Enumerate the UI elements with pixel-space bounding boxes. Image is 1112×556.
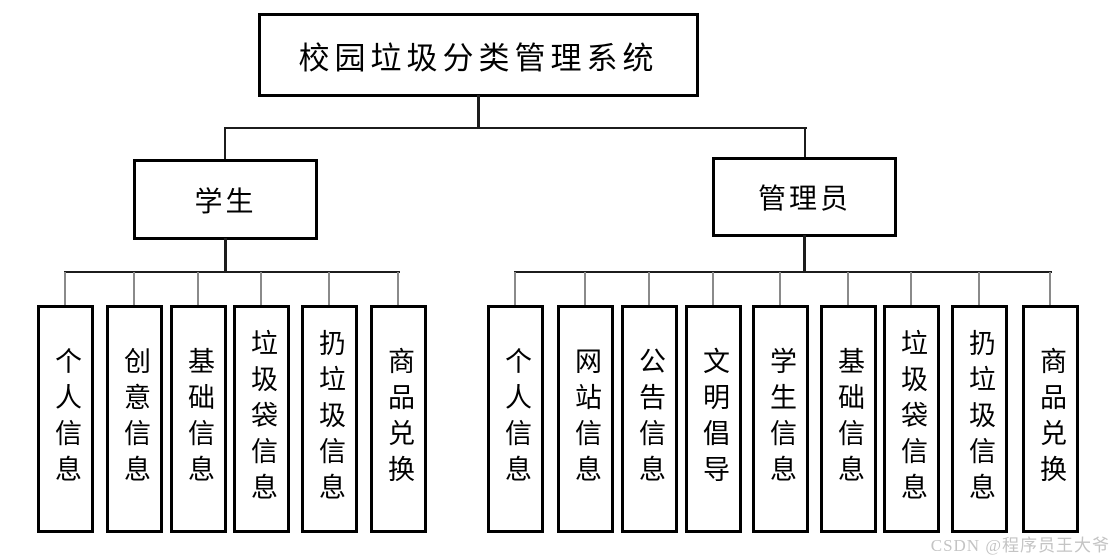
connector-stub-student-5 [328,272,330,306]
leaf-admin-garbage-bag-info: 垃圾袋信息 [883,305,940,533]
leaf-admin-throw-garbage-info: 扔垃圾信息 [951,305,1008,533]
leaf-label: 个人信息 [51,347,81,491]
leaf-label: 扔垃圾信息 [315,329,345,509]
node-system-root: 校园垃圾分类管理系统 [258,13,699,97]
leaf-admin-personal-info: 个人信息 [487,305,544,533]
leaf-label: 公告信息 [635,347,665,491]
connector-student-up [224,127,226,160]
leaf-student-garbage-bag-info: 垃圾袋信息 [233,305,290,533]
leaf-label: 文明倡导 [699,347,729,491]
connector-root-drop [477,95,480,129]
node-label: 学生 [194,186,257,218]
connector-admin-drop [803,235,806,273]
connector-stub-student-1 [64,272,66,306]
connector-admin-horizontal [514,271,1052,273]
leaf-label: 垃圾袋信息 [247,329,277,509]
node-label: 校园垃圾分类管理系统 [298,40,659,76]
leaf-label: 基础信息 [834,347,864,491]
leaf-admin-basic-info: 基础信息 [820,305,877,533]
leaf-student-personal-info: 个人信息 [37,305,94,533]
csdn-watermark: CSDN @程序员王大爷 [930,536,1110,555]
connector-stub-student-6 [397,272,399,306]
connector-stub-student-4 [260,272,262,306]
leaf-label: 网站信息 [571,347,601,491]
leaf-admin-student-info: 学生信息 [752,305,809,533]
connector-stub-admin-8 [978,272,980,306]
leaf-label: 垃圾袋信息 [897,329,927,509]
leaf-student-throw-garbage-info: 扔垃圾信息 [301,305,358,533]
leaf-label: 个人信息 [501,347,531,491]
connector-stub-admin-1 [514,272,516,306]
connector-stub-admin-3 [648,272,650,306]
leaf-label: 扔垃圾信息 [965,329,995,509]
node-branch-admin: 管理员 [712,157,897,237]
leaf-label: 商品兑换 [384,347,414,491]
connector-stub-admin-2 [584,272,586,306]
leaf-admin-website-info: 网站信息 [557,305,614,533]
node-branch-student: 学生 [133,159,318,240]
connector-student-drop [224,238,227,273]
connector-stub-admin-5 [779,272,781,306]
connector-stub-admin-7 [910,272,912,306]
leaf-admin-goods-exchange: 商品兑换 [1022,305,1079,533]
connector-stub-admin-6 [847,272,849,306]
leaf-admin-announcement-info: 公告信息 [621,305,678,533]
leaf-label: 商品兑换 [1036,347,1066,491]
connector-stub-admin-4 [712,272,714,306]
connector-level1-horizontal [224,127,807,129]
leaf-student-creative-info: 创意信息 [106,305,163,533]
leaf-label: 创意信息 [120,347,150,491]
leaf-student-basic-info: 基础信息 [170,305,227,533]
connector-student-horizontal [64,271,400,273]
leaf-admin-civility-advocacy: 文明倡导 [685,305,742,533]
leaf-label: 基础信息 [184,347,214,491]
node-label: 管理员 [757,184,851,215]
leaf-student-goods-exchange: 商品兑换 [370,305,427,533]
leaf-label: 学生信息 [766,347,796,491]
connector-stub-admin-9 [1049,272,1051,306]
connector-stub-student-2 [133,272,135,306]
connector-admin-up [804,127,806,158]
connector-stub-student-3 [197,272,199,306]
